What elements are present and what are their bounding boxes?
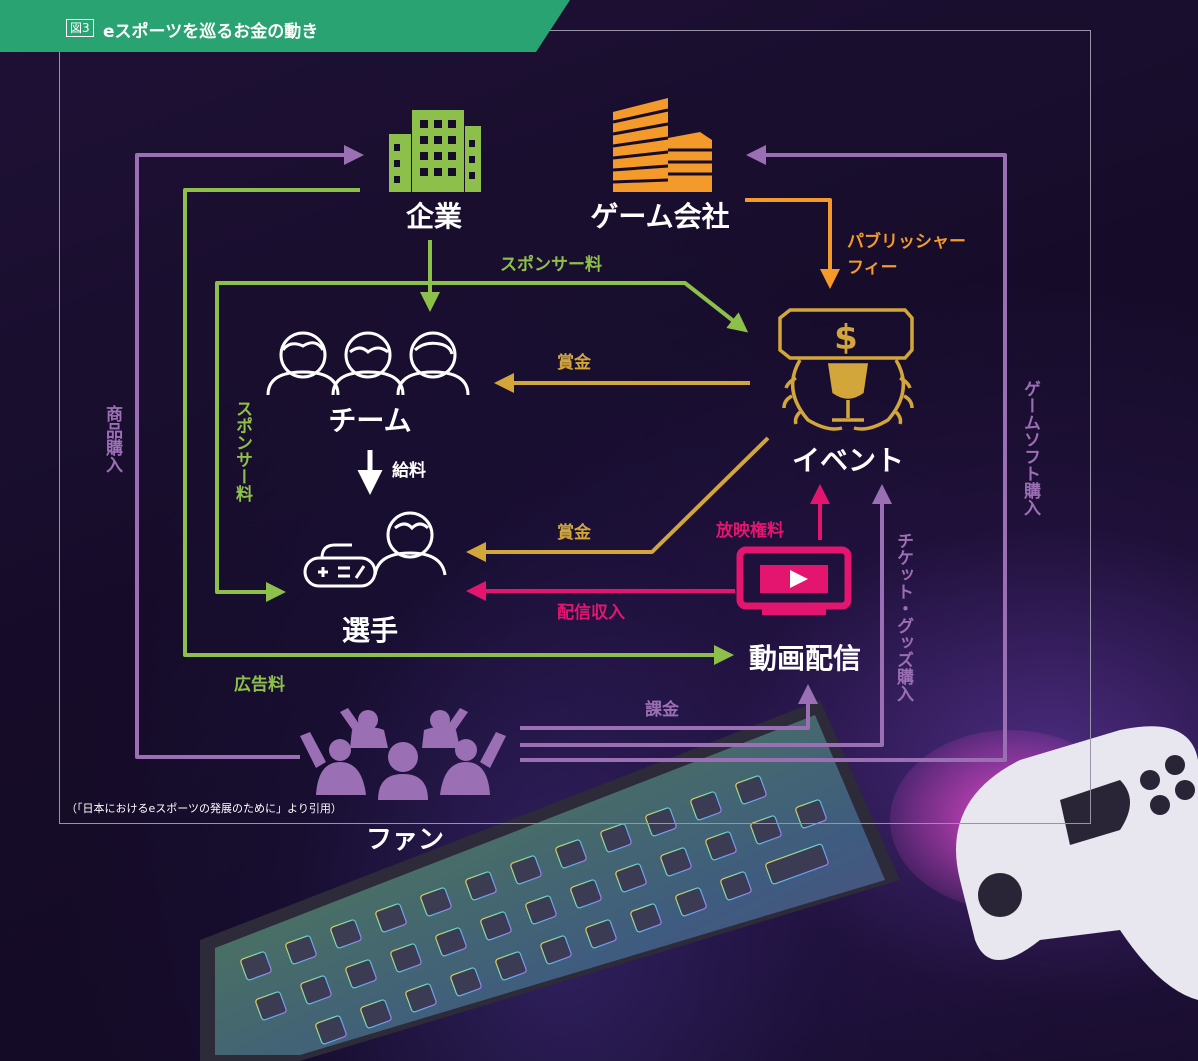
flow-prize-team: 賞金 <box>557 352 592 373</box>
game-controller-image <box>890 726 1198 1000</box>
office-building-icon <box>389 110 481 192</box>
headset-players-icon <box>266 331 470 396</box>
node-event-label: イベント <box>792 444 904 477</box>
dollar-sign-icon: $ <box>834 318 858 358</box>
flow-game-soft-purchase: ゲームソフト購入 <box>1020 380 1041 516</box>
node-streaming-label: 動画配信 <box>749 642 861 675</box>
arrow-merch-purchase <box>135 145 364 759</box>
arrow-ticket-goods <box>520 484 892 747</box>
flow-prize-player: 賞金 <box>557 522 592 543</box>
stacked-buildings-icon <box>612 98 712 192</box>
flow-ticket-goods: チケット・グッズ購入 <box>893 532 914 702</box>
node-player-label: 選手 <box>342 614 398 647</box>
arrow-sponsor-event <box>430 281 749 333</box>
diagram-frame <box>59 30 1091 824</box>
figure-title-band <box>0 0 570 52</box>
arrow-game-soft-purchase <box>520 145 1007 762</box>
arrow-ad-fee <box>183 188 734 665</box>
arrow-charge <box>520 684 818 730</box>
arrow-prize-player <box>466 436 770 562</box>
arrow-publisher-fee <box>745 198 840 289</box>
flow-publisher-fee-line2: フィー <box>847 258 898 278</box>
flow-merch-purchase: 商品購入 <box>102 404 123 473</box>
node-game-company-label: ゲーム会社 <box>590 200 729 233</box>
flow-screening-fee: 放映権料 <box>715 520 784 541</box>
node-team-label: チーム <box>328 404 411 437</box>
node-fans-label: ファン <box>366 825 444 855</box>
cheering-crowd-icon <box>300 708 506 800</box>
flow-sponsor-fee-top: スポンサー料 <box>500 254 602 275</box>
monitor-play-icon <box>736 546 852 615</box>
figure-title: eスポーツを巡るお金の動き <box>103 22 319 42</box>
flow-charge: 課金 <box>645 699 680 720</box>
trophy-money-icon <box>778 308 914 431</box>
gamepad-player-icon <box>303 511 447 588</box>
flow-streaming-income: 配信収入 <box>557 602 625 623</box>
flow-publisher-fee-line1: パブリッシャー <box>847 231 966 252</box>
node-company-label: 企業 <box>406 200 462 233</box>
flow-sponsor-fee-side: スポンサー料 <box>232 400 253 503</box>
flow-salary: 給料 <box>392 460 426 481</box>
figure-source: （「日本におけるeスポーツの発展のために」より引用） <box>66 801 342 815</box>
figure-number-badge: 図3 <box>66 19 94 37</box>
arrow-sponsor-player <box>215 281 430 602</box>
flow-ad-fee: 広告料 <box>234 674 285 695</box>
keyboard-image <box>200 700 900 1061</box>
